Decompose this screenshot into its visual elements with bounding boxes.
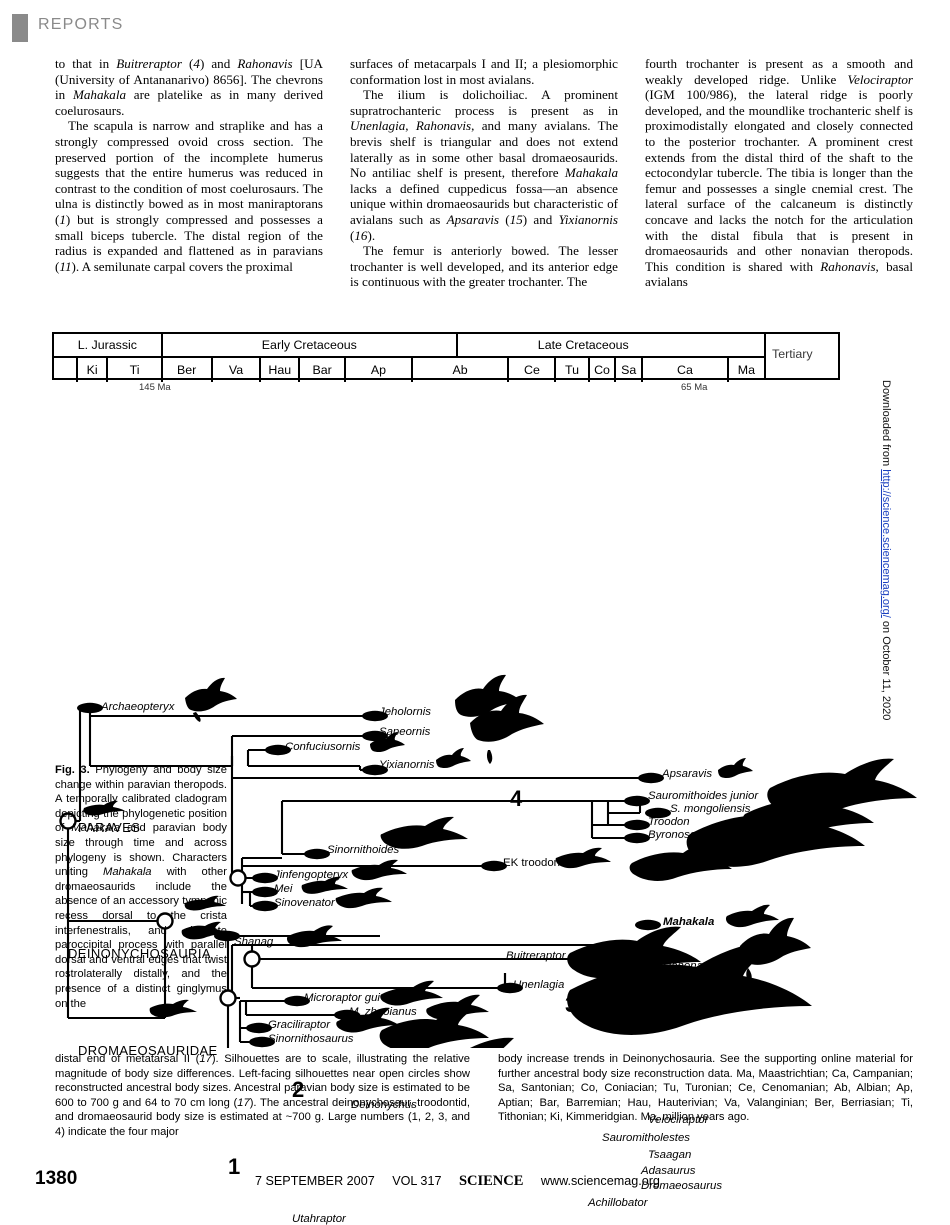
timescale-epoch-cell: Early Cretaceous	[163, 334, 458, 356]
running-head-bar	[12, 14, 28, 42]
timescale-stage-cell: Va	[213, 358, 262, 382]
running-head-label: REPORTS	[38, 16, 124, 33]
trend-number: 4	[510, 786, 523, 811]
age-label-left: 145 Ma	[139, 382, 171, 393]
taxon-label: Sauromitholestes	[602, 1132, 691, 1144]
page-number: 1380	[35, 1168, 78, 1189]
clade-label: DEINONYCHOSAURIA	[68, 946, 211, 961]
trend-number: 3	[565, 992, 578, 1017]
taxon-label: Sinovenator	[274, 897, 335, 909]
body-column-2: surfaces of metacarpals I and II; a ples…	[350, 56, 618, 306]
timescale-stage-cell: Ti	[108, 358, 163, 382]
trend-number: 2	[292, 1077, 305, 1102]
taxon-label: Apsaravis	[662, 768, 713, 780]
timescale-epoch-cell: Late Cretaceous	[537, 338, 629, 352]
caption-bottom-right: body increase trends in Deinonychosauria…	[498, 1053, 913, 1124]
footer-center: 7 SEPTEMBER 2007 VOL 317 SCIENCE www.sci…	[255, 1173, 674, 1190]
volume-label: VOL 317	[392, 1174, 442, 1188]
taxon-label: Graciliraptor	[268, 1019, 331, 1031]
paragraph: The ilium is dolichoiliac. A prominent s…	[350, 87, 618, 243]
download-suffix: on October 11, 2020	[880, 617, 892, 721]
figure-caption-bottom: distal end of metatarsal II (17). Silhou…	[55, 1052, 913, 1140]
timescale-stage-cell	[54, 358, 78, 382]
timescale-stage-cell: Bar	[300, 358, 347, 382]
silhouette-group	[83, 674, 917, 1048]
taxon-label: S. mongoliensis	[670, 803, 751, 815]
taxon-label: Buitreraptor	[506, 950, 566, 962]
taxon-label: Sinornithosaurus	[268, 1033, 354, 1045]
timescale-stage-cell: Ber	[163, 358, 213, 382]
paragraph: surfaces of metacarpals I and II; a ples…	[350, 56, 618, 87]
taxon-label: Rahonavis	[663, 960, 717, 972]
paragraph: fourth trochanter is present as a smooth…	[645, 56, 913, 290]
taxon-label: Deinonychus	[351, 1099, 417, 1111]
body-column-3: fourth trochanter is present as a smooth…	[645, 56, 913, 306]
timescale-stage-cell: Ki	[78, 358, 109, 382]
journal-name: SCIENCE	[458, 1173, 524, 1189]
taxon-label: Tsaagan	[648, 1149, 692, 1161]
taxon-label: Shanag	[234, 936, 274, 948]
tertiary-label: Tertiary	[772, 347, 813, 361]
download-watermark: Downloaded from http://science.sciencema…	[880, 380, 892, 720]
clade-label: DROMAEOSAURIDAE	[78, 1043, 218, 1058]
caption-bottom-left: distal end of metatarsal II (17). Silhou…	[55, 1053, 471, 1138]
taxon-label: Microraptor gui	[304, 992, 380, 1004]
running-head: REPORTS	[0, 14, 950, 42]
timescale-stage-cell: Ab	[413, 358, 510, 382]
timescale-stage-cell: Tu	[556, 358, 590, 382]
figure-caption-left: Fig. 3. Phylogeny and body size change w…	[55, 764, 228, 1010]
taxon-label: EK troodontid	[503, 857, 573, 869]
publication-date: 7 SEPTEMBER 2007	[255, 1174, 375, 1188]
journal-website: www.sciencemag.org	[540, 1174, 660, 1188]
taxon-label: Jeholornis	[379, 706, 431, 718]
taxon-label: Sinornithoides	[327, 844, 400, 856]
cladogram-lines	[59, 674, 917, 1048]
tip-markers	[77, 702, 671, 1048]
taxon-label: Byronosaurus	[648, 829, 719, 841]
timescale-stage-cell: Hau	[261, 358, 301, 382]
paragraph: The femur is anteriorly bowed. The lesse…	[350, 243, 618, 290]
taxon-label: Utahraptor	[292, 1213, 346, 1225]
timescale-stage-cell: Co	[590, 358, 617, 382]
download-url-link[interactable]: http://science.sciencemag.org/	[880, 469, 892, 618]
page-footer: 1380 7 SEPTEMBER 2007 VOL 317 SCIENCE ww…	[0, 1168, 950, 1198]
timescale-stage-cell: Ap	[346, 358, 413, 382]
timescale-stage-cell: Ce	[509, 358, 557, 382]
paragraph: to that in Buitreraptor (4) and Rahonavi…	[55, 56, 323, 118]
taxon-label: Confuciusornis	[285, 741, 361, 753]
taxon-label: Achillobator	[588, 1197, 648, 1209]
taxon-label: Adasaurus	[641, 1165, 696, 1177]
taxon-label: Mei	[274, 883, 293, 895]
article-body: to that in Buitreraptor (4) and Rahonavi…	[55, 56, 913, 306]
taxon-label: Archaeopteryx	[101, 701, 175, 713]
taxon-label: Velociraptor	[648, 1114, 709, 1126]
timescale-stage-cell: Ca	[643, 358, 729, 382]
taxon-label: Troodon	[648, 816, 690, 828]
timescale-stage-cell: Ma	[737, 363, 755, 377]
timescale-epoch-cell: L. Jurassic	[54, 334, 163, 356]
ancestral-node-circles	[59, 812, 261, 1007]
taxon-label: Yixianornis	[379, 759, 435, 771]
tertiary-box	[766, 332, 840, 380]
taxon-label: Dromaeosaurus	[641, 1180, 723, 1192]
taxon-label: Sapeornis	[379, 726, 431, 738]
paragraph: The scapula is narrow and straplike and …	[55, 118, 323, 274]
taxon-label: Mahakala	[663, 916, 715, 928]
timescale-stage-cell: Sa	[616, 358, 644, 382]
taxon-label: Jinfengopteryx	[274, 869, 349, 881]
age-label-right: 65 Ma	[681, 382, 708, 393]
taxon-label: Sauromithoides junior	[648, 790, 759, 802]
taxon-label: Unenlagia	[513, 979, 565, 991]
body-column-1: to that in Buitreraptor (4) and Rahonavi…	[55, 56, 323, 306]
clade-label: PARAVES	[78, 820, 141, 835]
trend-number: 1	[228, 1154, 241, 1179]
download-prefix: Downloaded from	[880, 380, 892, 470]
taxon-label: M. zhaoianus	[349, 1006, 417, 1018]
